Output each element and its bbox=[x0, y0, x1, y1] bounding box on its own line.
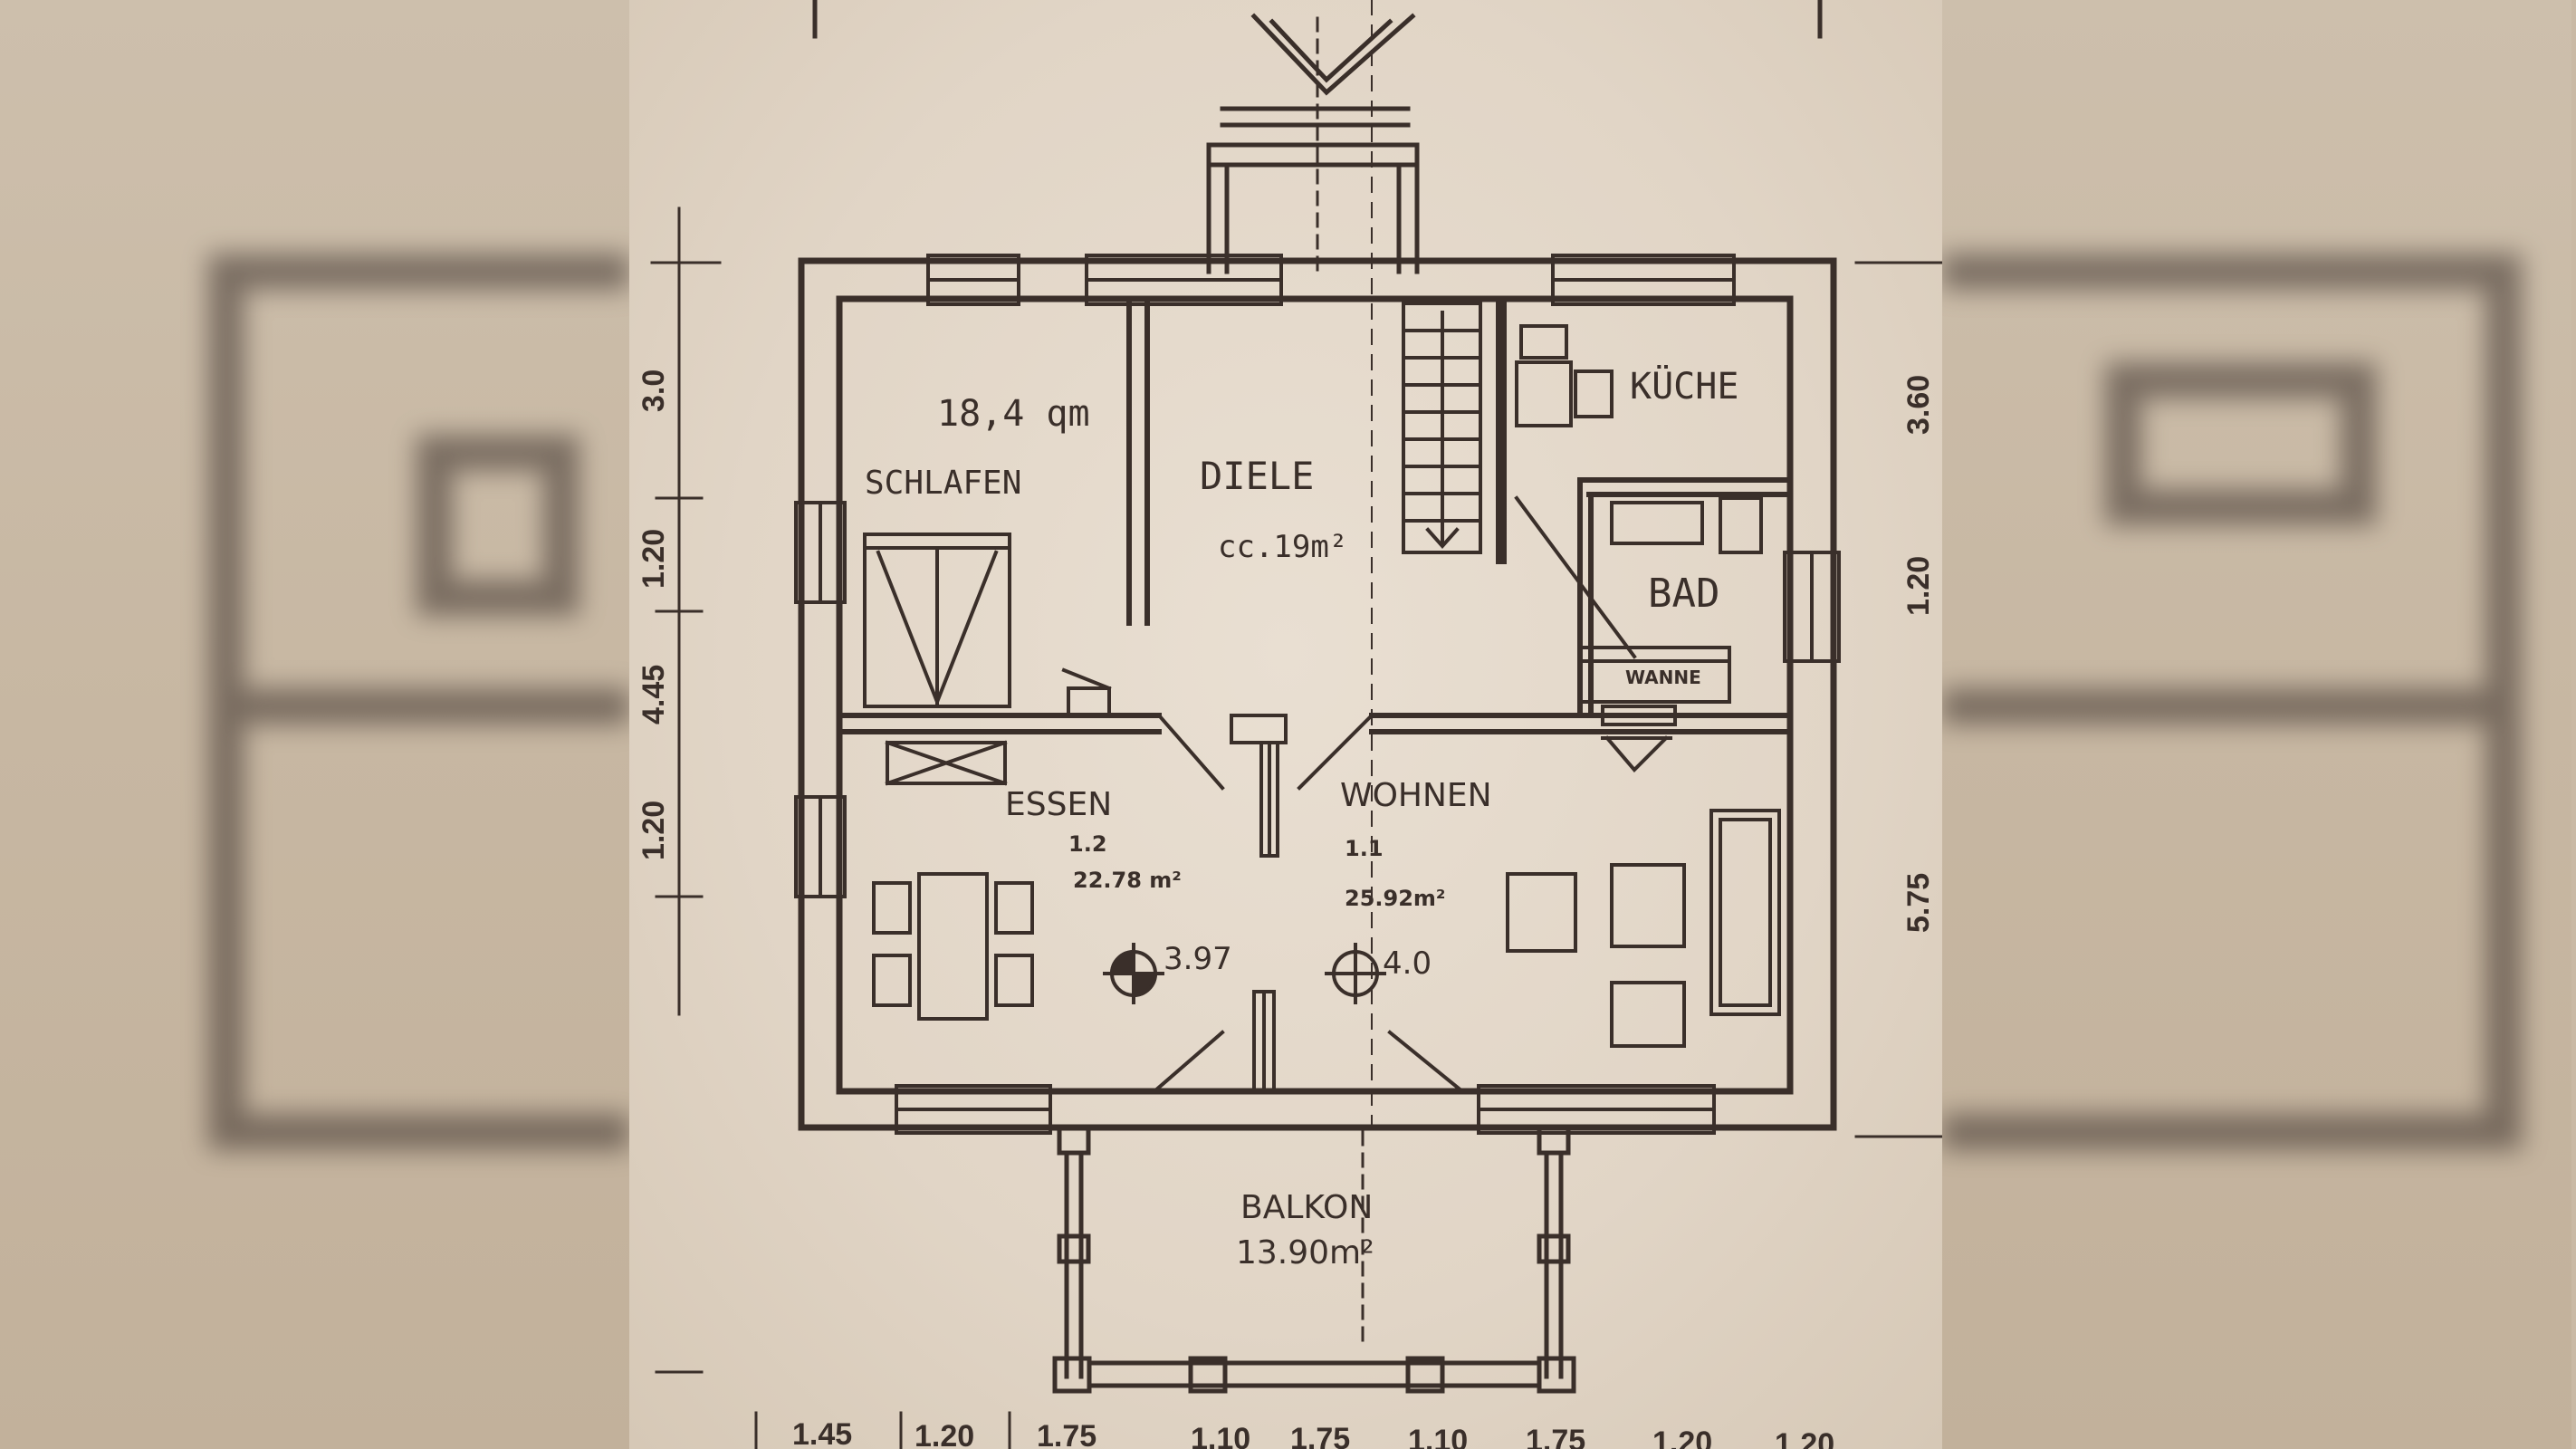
dim-right-1: 1.20 bbox=[1901, 556, 1936, 616]
room-area-diele: cc.19m² bbox=[1218, 529, 1347, 565]
dim-bottom-6: 1.75 bbox=[1526, 1424, 1585, 1449]
room-number-essen: 1.2 bbox=[1068, 831, 1107, 857]
staircase bbox=[1402, 302, 1482, 554]
level-essen: 3.97 bbox=[1164, 941, 1232, 977]
center-duct bbox=[1230, 714, 1288, 1093]
dim-bottom-1: 1.20 bbox=[915, 1419, 974, 1449]
outer-walls bbox=[798, 257, 1837, 1131]
dining-table bbox=[872, 740, 1034, 1021]
dim-left-2: 4.45 bbox=[637, 665, 671, 724]
room-labels: 18,4 qm SCHLAFEN DIELE cc.19m² KÜCHE BAD… bbox=[865, 364, 1738, 1271]
dimensions-left: 3.0 1.20 4.45 1.20 bbox=[637, 369, 671, 860]
balcony bbox=[1052, 0, 1576, 1394]
dim-bottom-8: 1.20 bbox=[1775, 1427, 1834, 1449]
room-name-essen: ESSEN bbox=[1005, 786, 1112, 823]
level-wohnen: 4.0 bbox=[1383, 945, 1432, 982]
windows bbox=[794, 254, 1841, 1135]
room-name-kueche: KÜCHE bbox=[1630, 364, 1738, 408]
interior-walls bbox=[837, 296, 1793, 734]
living-furniture bbox=[1506, 735, 1781, 1048]
dim-right-0: 3.60 bbox=[1901, 375, 1936, 435]
room-name-schlafen: SCHLAFEN bbox=[865, 465, 1021, 502]
doors bbox=[1061, 495, 1637, 1094]
floor-plan-drawing: 18,4 qm SCHLAFEN DIELE cc.19m² KÜCHE BAD… bbox=[637, 0, 1942, 1449]
room-name-balkon: BALKON bbox=[1240, 1189, 1373, 1226]
dimensions-right: 3.60 1.20 5.75 bbox=[1901, 375, 1936, 933]
dim-right-2: 5.75 bbox=[1901, 873, 1936, 933]
bathroom-fixtures bbox=[1578, 496, 1763, 726]
room-area-schlafen: 18,4 qm bbox=[937, 393, 1090, 435]
dimensions-bottom: 1.45 1.20 1.75 1.10 1.75 1.10 1.75 1.20 … bbox=[792, 1417, 1834, 1449]
room-name-diele: DIELE bbox=[1200, 454, 1314, 498]
blurred-background-right bbox=[1942, 0, 2571, 1449]
bed bbox=[863, 533, 1011, 708]
dim-bottom-0: 1.45 bbox=[792, 1417, 852, 1449]
room-area-essen: 22.78 m² bbox=[1073, 868, 1182, 893]
floor-plan-sheet: 18,4 qm SCHLAFEN DIELE cc.19m² KÜCHE BAD… bbox=[629, 0, 1942, 1449]
room-name-wanne: WANNE bbox=[1625, 667, 1701, 688]
room-area-balkon: 13.90m² bbox=[1236, 1234, 1374, 1271]
kitchen-table bbox=[1515, 324, 1614, 427]
room-area-wohnen: 25.92m² bbox=[1345, 886, 1445, 911]
dim-bottom-2: 1.75 bbox=[1037, 1419, 1096, 1449]
dim-bottom-5: 1.10 bbox=[1408, 1424, 1468, 1449]
level-markers bbox=[1103, 943, 1386, 1004]
dim-bottom-3: 1.10 bbox=[1191, 1422, 1250, 1449]
dim-left-3: 1.20 bbox=[637, 801, 671, 860]
dimension-lines bbox=[650, 206, 1942, 1449]
room-name-wohnen: WOHNEN bbox=[1340, 777, 1492, 814]
dim-bottom-7: 1.20 bbox=[1652, 1425, 1712, 1449]
room-number-wohnen: 1.1 bbox=[1345, 836, 1384, 861]
dim-left-0: 3.0 bbox=[637, 369, 671, 412]
dim-bottom-4: 1.75 bbox=[1290, 1422, 1350, 1449]
room-name-bad: BAD bbox=[1648, 571, 1719, 617]
blurred-background-left bbox=[0, 0, 629, 1449]
entrance-sketch bbox=[812, 0, 1823, 274]
dim-left-1: 1.20 bbox=[637, 529, 671, 589]
